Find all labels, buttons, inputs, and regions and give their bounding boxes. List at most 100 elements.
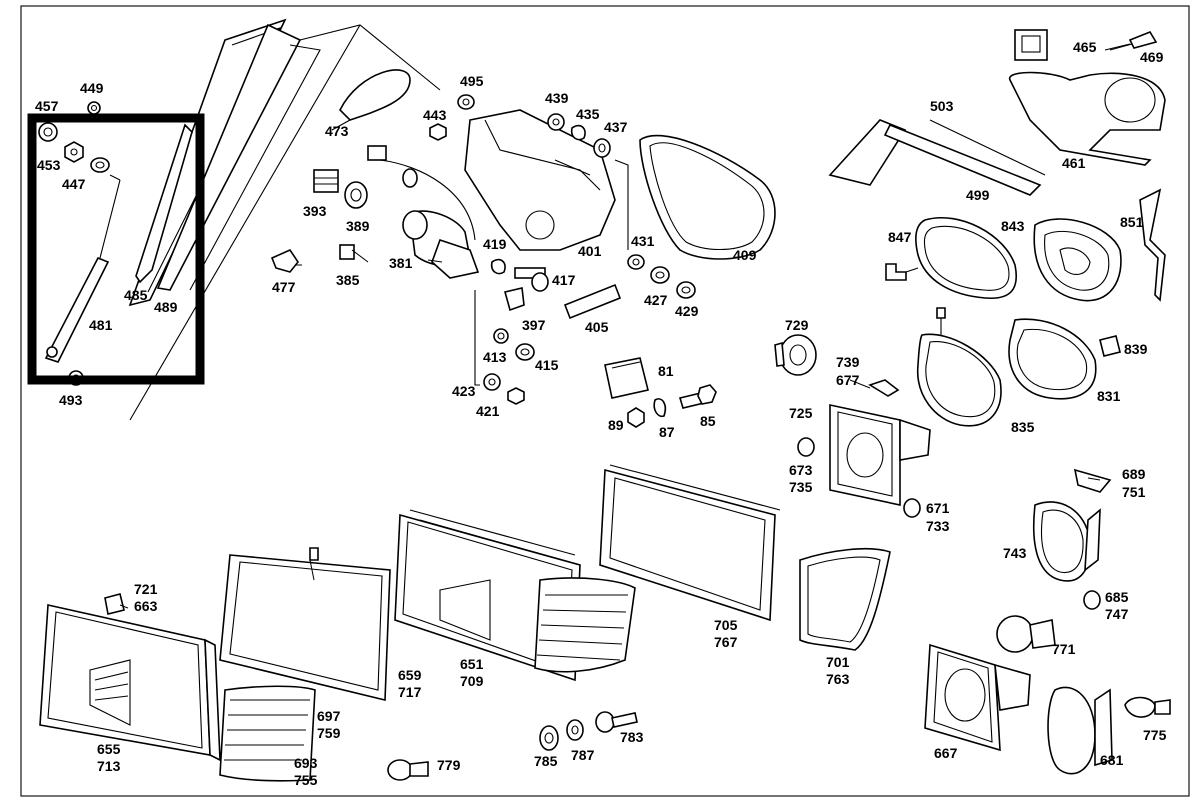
diagram-frame: [20, 5, 1190, 797]
adjuster-hardware-parts: [539, 711, 638, 751]
label-381: 381: [389, 255, 413, 271]
label-759: 759: [317, 725, 341, 741]
label-81: 81: [658, 363, 674, 379]
label-431: 431: [631, 233, 655, 249]
label-771: 771: [1052, 641, 1076, 657]
callout-labels: 457 449 453 447 485 489 481 493 473 495 …: [35, 39, 1167, 788]
label-767: 767: [714, 634, 738, 650]
label-89: 89: [608, 417, 624, 433]
label-87: 87: [659, 424, 675, 440]
label-685: 685: [1105, 589, 1129, 605]
label-709: 709: [460, 673, 484, 689]
horn-parts: [774, 334, 900, 397]
headlight-frames-upper: [885, 188, 1166, 427]
gasket-701-part: [799, 547, 891, 651]
label-751: 751: [1122, 484, 1146, 500]
label-677: 677: [836, 372, 860, 388]
label-453: 453: [37, 157, 61, 173]
label-689: 689: [1122, 466, 1146, 482]
label-405: 405: [585, 319, 609, 335]
label-747: 747: [1105, 606, 1129, 622]
label-743: 743: [1003, 545, 1027, 561]
label-435: 435: [576, 106, 600, 122]
label-503: 503: [930, 98, 954, 114]
label-429: 429: [675, 303, 699, 319]
leader-bracket: [474, 290, 480, 386]
label-735: 735: [789, 479, 813, 495]
label-413: 413: [483, 349, 507, 365]
label-443: 443: [423, 107, 447, 123]
label-401: 401: [578, 243, 602, 259]
relay-hardware-parts: [604, 357, 717, 428]
label-779: 779: [437, 757, 461, 773]
linkage-housing-part: [464, 109, 616, 251]
label-783: 783: [620, 729, 644, 745]
wiper-arm-part: [44, 123, 193, 363]
turn-signal-693-part: [219, 685, 316, 782]
label-449: 449: [80, 80, 104, 96]
label-851: 851: [1120, 214, 1144, 230]
label-461: 461: [1062, 155, 1086, 171]
label-495: 495: [460, 73, 484, 89]
label-651: 651: [460, 656, 484, 672]
label-489: 489: [154, 299, 178, 315]
label-835: 835: [1011, 419, 1035, 435]
wiper-blade-part: [128, 18, 441, 421]
label-397: 397: [522, 317, 546, 333]
label-729: 729: [785, 317, 809, 333]
label-775: 775: [1143, 727, 1167, 743]
label-389: 389: [346, 218, 370, 234]
label-705: 705: [714, 617, 738, 633]
side-lamp-parts: [996, 468, 1171, 718]
label-385: 385: [336, 272, 360, 288]
label-663: 663: [134, 598, 158, 614]
label-409: 409: [733, 247, 757, 263]
label-481: 481: [89, 317, 113, 333]
label-713: 713: [97, 758, 121, 774]
label-659: 659: [398, 667, 422, 683]
label-673: 673: [789, 462, 813, 478]
washer-nut-parts: [38, 101, 110, 386]
label-437: 437: [604, 119, 628, 135]
label-493: 493: [59, 392, 83, 408]
label-763: 763: [826, 671, 850, 687]
label-717: 717: [398, 684, 422, 700]
label-839: 839: [1124, 341, 1148, 357]
label-787: 787: [571, 747, 595, 763]
label-693: 693: [294, 755, 318, 771]
label-721: 721: [134, 581, 158, 597]
label-671: 671: [926, 500, 950, 516]
headlight-651-part: [394, 509, 636, 682]
label-447: 447: [62, 176, 86, 192]
label-427: 427: [644, 292, 668, 308]
gasket-409-part: [639, 134, 776, 260]
label-393: 393: [303, 203, 327, 219]
label-439: 439: [545, 90, 569, 106]
cable-tie-part: [339, 69, 411, 121]
label-423: 423: [452, 383, 476, 399]
label-477: 477: [272, 279, 296, 295]
label-739: 739: [836, 354, 860, 370]
label-733: 733: [926, 518, 950, 534]
label-421: 421: [476, 403, 500, 419]
label-465: 465: [1073, 39, 1097, 55]
label-843: 843: [1001, 218, 1025, 234]
lens-frame-659-part: [219, 547, 391, 702]
label-417: 417: [552, 272, 576, 288]
small-hardware-parts: [429, 94, 696, 405]
label-485: 485: [124, 287, 148, 303]
label-831: 831: [1097, 388, 1121, 404]
highlight-box: [27, 113, 205, 385]
label-725: 725: [789, 405, 813, 421]
label-667: 667: [934, 745, 958, 761]
label-655: 655: [97, 741, 121, 757]
wiper-motor-part: [367, 145, 480, 279]
label-697: 697: [317, 708, 341, 724]
label-847: 847: [888, 229, 912, 245]
gasket-705-part: [599, 464, 781, 622]
label-469: 469: [1140, 49, 1164, 65]
label-473: 473: [325, 123, 349, 139]
label-701: 701: [826, 654, 850, 670]
